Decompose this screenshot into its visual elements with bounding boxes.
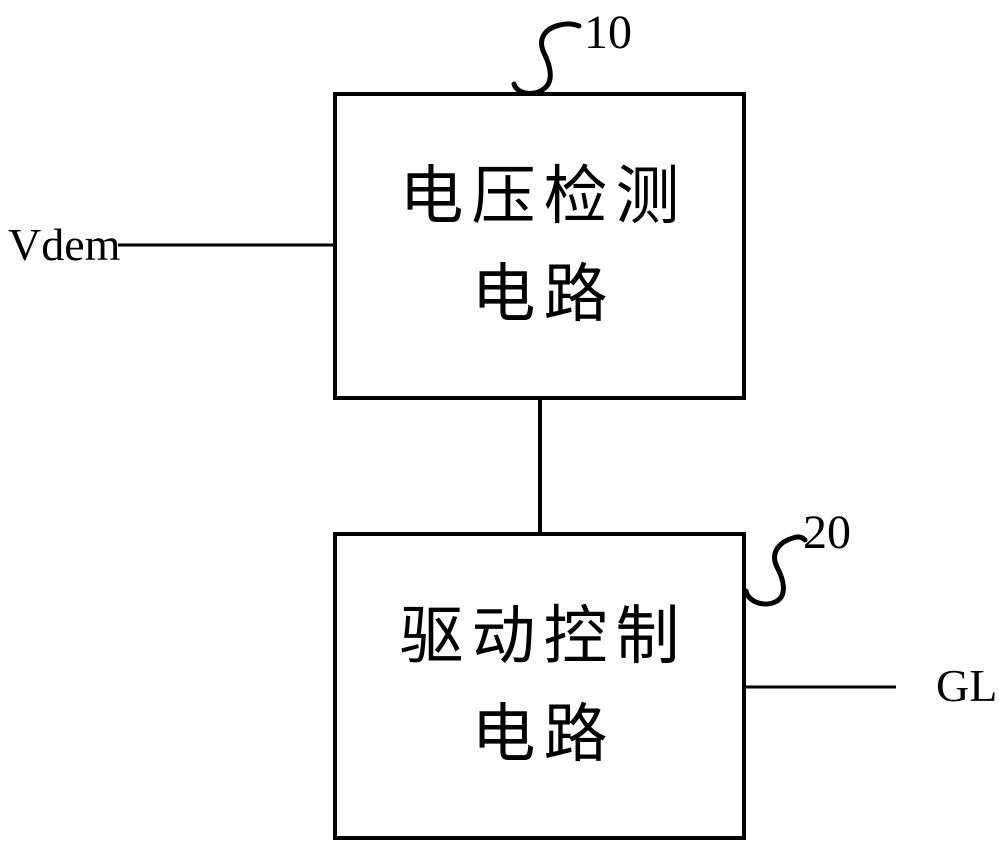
gl-output-label: GL <box>936 660 998 711</box>
leader-squiggle-10 <box>511 21 582 96</box>
ref-number-10: 10 <box>584 6 632 59</box>
block-voltage-detection-circuit: 电压检测 电路 <box>333 92 746 400</box>
leader-squiggle-20 <box>743 534 808 607</box>
block-label-line: 电路 <box>471 699 616 770</box>
block-label-line: 电压检测 <box>399 161 688 232</box>
ref-number-20: 20 <box>803 506 851 559</box>
block-label-line: 驱动控制 <box>399 601 688 672</box>
vdem-input-label: Vdem <box>8 219 121 270</box>
block-drive-control-circuit: 驱动控制 电路 <box>333 532 746 840</box>
block-label-line: 电路 <box>471 259 616 330</box>
